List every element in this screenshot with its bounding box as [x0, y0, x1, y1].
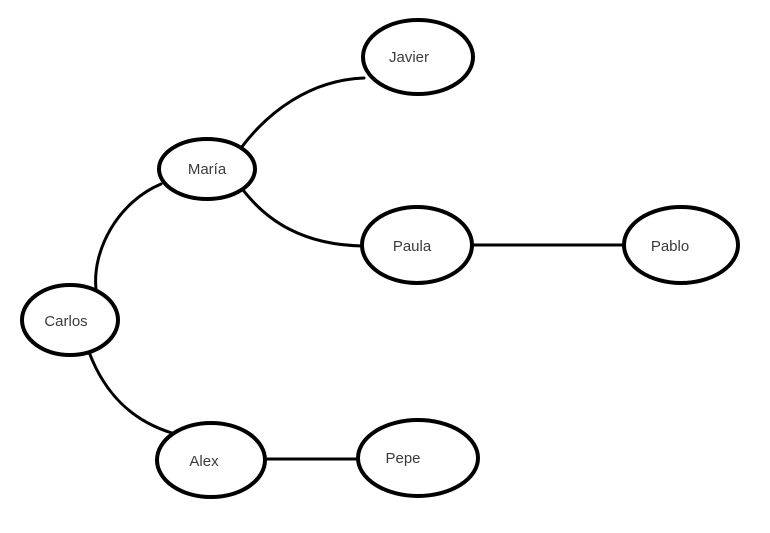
node-label-alex: Alex	[189, 453, 219, 470]
node-label-carlos: Carlos	[44, 313, 87, 330]
node-label-pepe: Pepe	[385, 450, 420, 467]
edge-carlos-maria	[94, 182, 163, 291]
node-shape-pablo[interactable]	[622, 205, 740, 285]
node-shape-maria[interactable]	[157, 137, 257, 201]
edge-maria-paula	[241, 188, 365, 248]
node-shape-alex[interactable]	[155, 421, 267, 499]
edge-carlos-alex	[87, 350, 174, 435]
node-pepe[interactable]: Pepe	[356, 418, 480, 498]
node-shape-javier[interactable]	[361, 18, 475, 96]
node-shape-pepe[interactable]	[356, 418, 480, 498]
node-maria[interactable]: María	[157, 137, 257, 201]
node-label-paula: Paula	[393, 238, 432, 255]
node-pablo[interactable]: Pablo	[622, 205, 740, 285]
node-carlos[interactable]: Carlos	[20, 283, 120, 357]
node-javier[interactable]: Javier	[361, 18, 475, 96]
node-label-pablo: Pablo	[651, 238, 689, 255]
node-shape-carlos[interactable]	[20, 283, 120, 357]
node-alex[interactable]: Alex	[155, 421, 267, 499]
node-shape-paula[interactable]	[360, 205, 474, 285]
edges-layer	[87, 76, 626, 461]
edge-maria-javier	[239, 76, 366, 150]
node-label-javier: Javier	[389, 49, 429, 66]
node-paula[interactable]: Paula	[360, 205, 474, 285]
node-label-maria: María	[188, 161, 227, 178]
